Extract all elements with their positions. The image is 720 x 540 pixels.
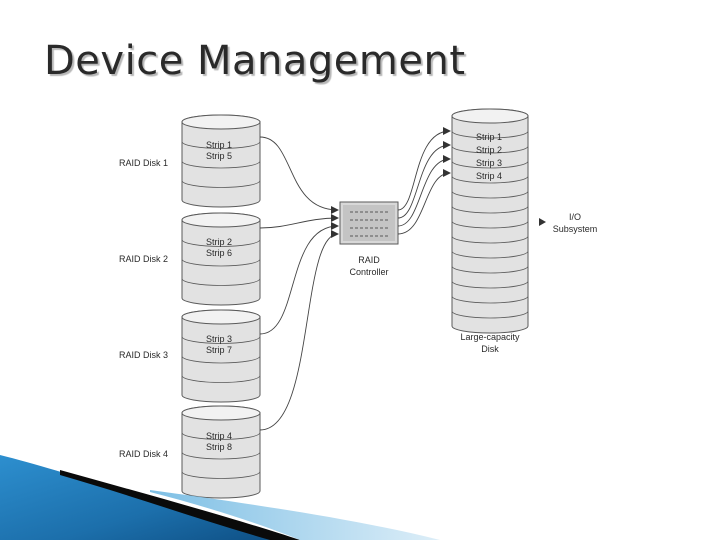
platter-band bbox=[181, 258, 261, 267]
platter-band bbox=[181, 278, 261, 286]
io-label-line1: I/O bbox=[569, 212, 581, 222]
platter-band bbox=[451, 220, 529, 229]
slide-title: Device Management bbox=[44, 38, 466, 84]
controller-label-line1: RAID bbox=[358, 255, 380, 265]
disk-cylinder bbox=[451, 108, 529, 334]
platter-band bbox=[181, 239, 261, 247]
strip-label: Strip 8 bbox=[206, 442, 232, 452]
strip-label: Strip 5 bbox=[206, 151, 232, 161]
io-arrow-icon bbox=[539, 218, 546, 226]
platter-band bbox=[451, 205, 529, 214]
disk-cylinder bbox=[181, 212, 261, 306]
large-disk-label-line2: Disk bbox=[481, 344, 499, 354]
raid-disk-label: RAID Disk 4 bbox=[119, 449, 168, 459]
arrow-controller-strip3 bbox=[397, 155, 451, 227]
raid-disk-label: RAID Disk 1 bbox=[119, 158, 168, 168]
platter-band bbox=[181, 141, 261, 149]
large-capacity-disk: Strip 1 Strip 2 Strip 3 Strip 4 Large-ca… bbox=[451, 108, 529, 354]
raid-disk-2: RAID Disk 2 Strip 2 Strip 6 bbox=[119, 212, 261, 306]
raid-controller: RAID Controller bbox=[339, 201, 399, 277]
disk-cylinder bbox=[181, 114, 261, 208]
platter-band bbox=[451, 175, 529, 184]
platter-band bbox=[181, 160, 261, 169]
platter-band bbox=[451, 130, 529, 139]
arrow-disk4-controller bbox=[259, 230, 339, 431]
controller-inner bbox=[343, 205, 395, 241]
arrow-disk2-controller bbox=[259, 214, 339, 229]
platter-band bbox=[451, 145, 529, 154]
arrow-controller-strip2 bbox=[397, 141, 451, 219]
strip-label: Strip 4 bbox=[206, 431, 232, 441]
strip-label: Strip 6 bbox=[206, 248, 232, 258]
arrow-disk1-controller bbox=[259, 136, 339, 214]
arrow-disk3-controller bbox=[259, 222, 339, 335]
cylinder-top bbox=[181, 309, 261, 325]
io-subsystem: I/O Subsystem bbox=[539, 212, 597, 234]
controller-to-disk-arrows bbox=[397, 127, 451, 235]
platter-band bbox=[451, 280, 529, 289]
strip-label: Strip 1 bbox=[206, 140, 232, 150]
raid-disk-3: RAID Disk 3 Strip 3 Strip 7 bbox=[119, 309, 261, 403]
platter-band bbox=[181, 355, 261, 364]
platter-band bbox=[451, 160, 529, 169]
io-label-line2: Subsystem bbox=[553, 224, 598, 234]
platter-band bbox=[181, 432, 261, 440]
strip-label: Strip 3 bbox=[206, 334, 232, 344]
raid-disk-4: RAID Disk 4 Strip 4 Strip 8 bbox=[119, 405, 261, 499]
platter-band bbox=[181, 336, 261, 344]
strip-label: Strip 1 bbox=[476, 132, 502, 142]
disk-cylinder bbox=[181, 309, 261, 403]
controller-label-line2: Controller bbox=[349, 267, 388, 277]
controller-lines bbox=[350, 211, 388, 237]
strip-label: Strip 7 bbox=[206, 345, 232, 355]
platter-band bbox=[451, 250, 529, 259]
cylinder-top bbox=[181, 405, 261, 421]
platter-band bbox=[451, 235, 529, 244]
cylinder-top bbox=[181, 212, 261, 228]
cylinder-body bbox=[451, 108, 529, 334]
platter-band bbox=[181, 180, 261, 188]
cylinder-top bbox=[451, 108, 529, 124]
cylinder-top bbox=[181, 114, 261, 130]
platter-band bbox=[451, 190, 529, 199]
strip-label: Strip 2 bbox=[206, 237, 232, 247]
platter-band bbox=[181, 375, 261, 383]
strip-label: Strip 2 bbox=[476, 145, 502, 155]
platter-band bbox=[451, 265, 529, 274]
platter-band bbox=[451, 310, 529, 319]
raid-disk-label: RAID Disk 3 bbox=[119, 350, 168, 360]
strip-label: Strip 3 bbox=[476, 158, 502, 168]
raid-disk-label: RAID Disk 2 bbox=[119, 254, 168, 264]
disk-cylinder bbox=[181, 405, 261, 499]
large-disk-label-line1: Large-capacity bbox=[460, 332, 520, 342]
arrow-controller-strip4 bbox=[397, 169, 451, 235]
arrow-controller-strip1 bbox=[397, 127, 451, 211]
platter-band bbox=[451, 295, 529, 304]
raid-disk-1: RAID Disk 1 Strip 1 Strip 5 bbox=[119, 114, 261, 208]
disk-to-controller-arrows bbox=[259, 136, 339, 431]
strip-label: Strip 4 bbox=[476, 171, 502, 181]
